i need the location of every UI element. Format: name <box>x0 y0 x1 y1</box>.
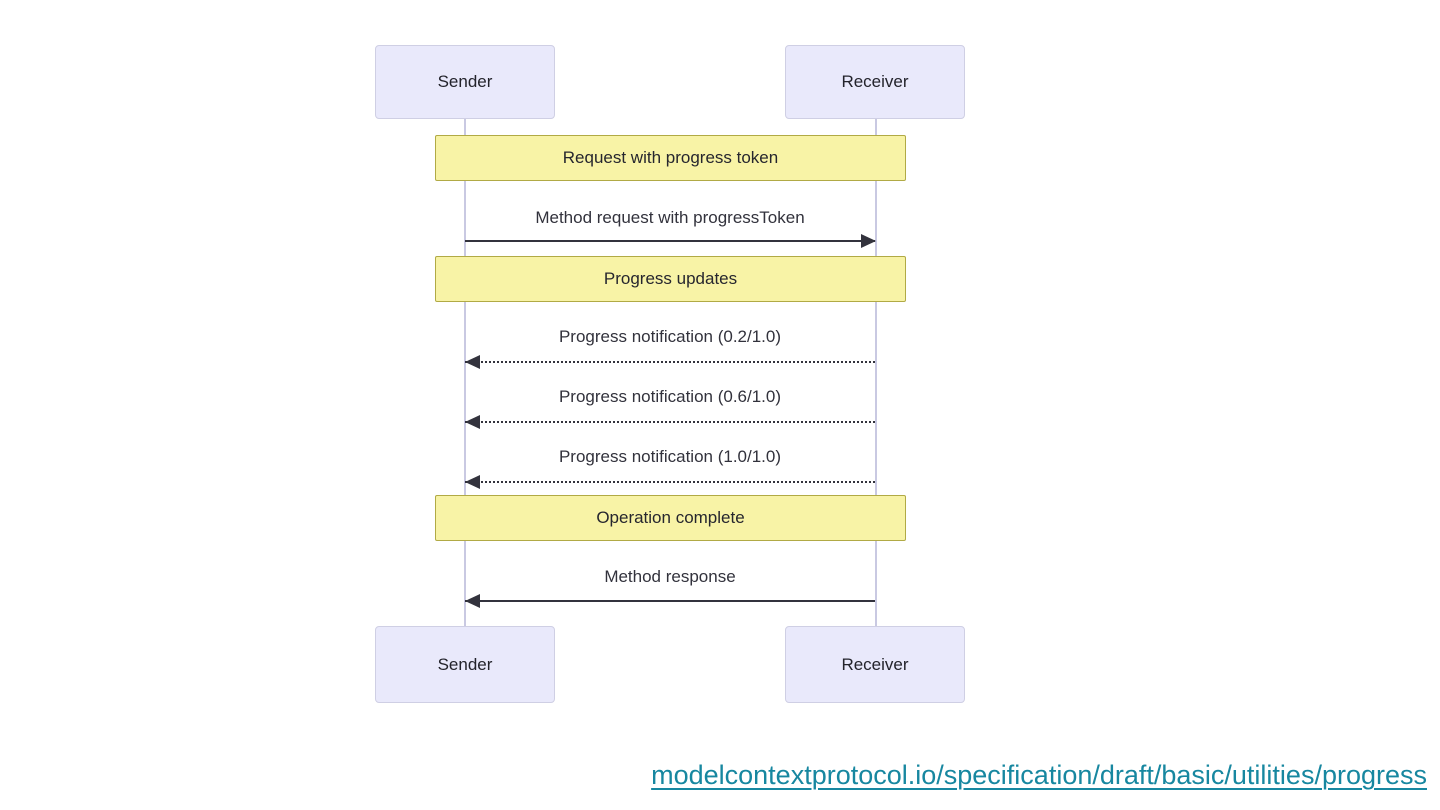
receiver-lifeline <box>875 119 877 626</box>
actor-receiver-bottom: Receiver <box>785 626 965 703</box>
actor-sender-top: Sender <box>375 45 555 119</box>
note-request-with-progress-token: Request with progress token <box>435 135 906 181</box>
actor-label: Sender <box>437 654 493 674</box>
message-line-solid <box>465 600 875 602</box>
spec-url-link[interactable]: modelcontextprotocol.io/specification/dr… <box>651 760 1427 790</box>
actor-receiver-top: Receiver <box>785 45 965 119</box>
message-label-method-response: Method response <box>604 567 736 586</box>
actor-label: Receiver <box>841 654 909 674</box>
actor-sender-bottom: Sender <box>375 626 555 703</box>
message-line-dotted <box>465 361 875 363</box>
note-label: Operation complete <box>596 508 745 527</box>
arrowhead-right-icon <box>861 234 876 248</box>
message-label-progress-06: Progress notification (0.6/1.0) <box>558 387 782 406</box>
note-operation-complete: Operation complete <box>435 495 906 541</box>
arrowhead-left-icon <box>465 475 480 489</box>
message-line-solid <box>465 240 875 242</box>
arrowhead-left-icon <box>465 415 480 429</box>
actor-label: Receiver <box>841 72 909 91</box>
sender-lifeline <box>464 119 466 626</box>
message-line-dotted <box>465 481 875 483</box>
message-line-dotted <box>465 421 875 423</box>
message-label-progress-10: Progress notification (1.0/1.0) <box>558 447 782 466</box>
arrowhead-left-icon <box>465 594 480 608</box>
actor-label: Sender <box>437 72 493 91</box>
note-label: Request with progress token <box>562 148 779 167</box>
note-progress-updates: Progress updates <box>435 256 906 302</box>
message-label-progress-02: Progress notification (0.2/1.0) <box>558 327 782 346</box>
message-label-method-request: Method request with progressToken <box>535 208 805 227</box>
note-label: Progress updates <box>603 269 738 288</box>
arrowhead-left-icon <box>465 355 480 369</box>
